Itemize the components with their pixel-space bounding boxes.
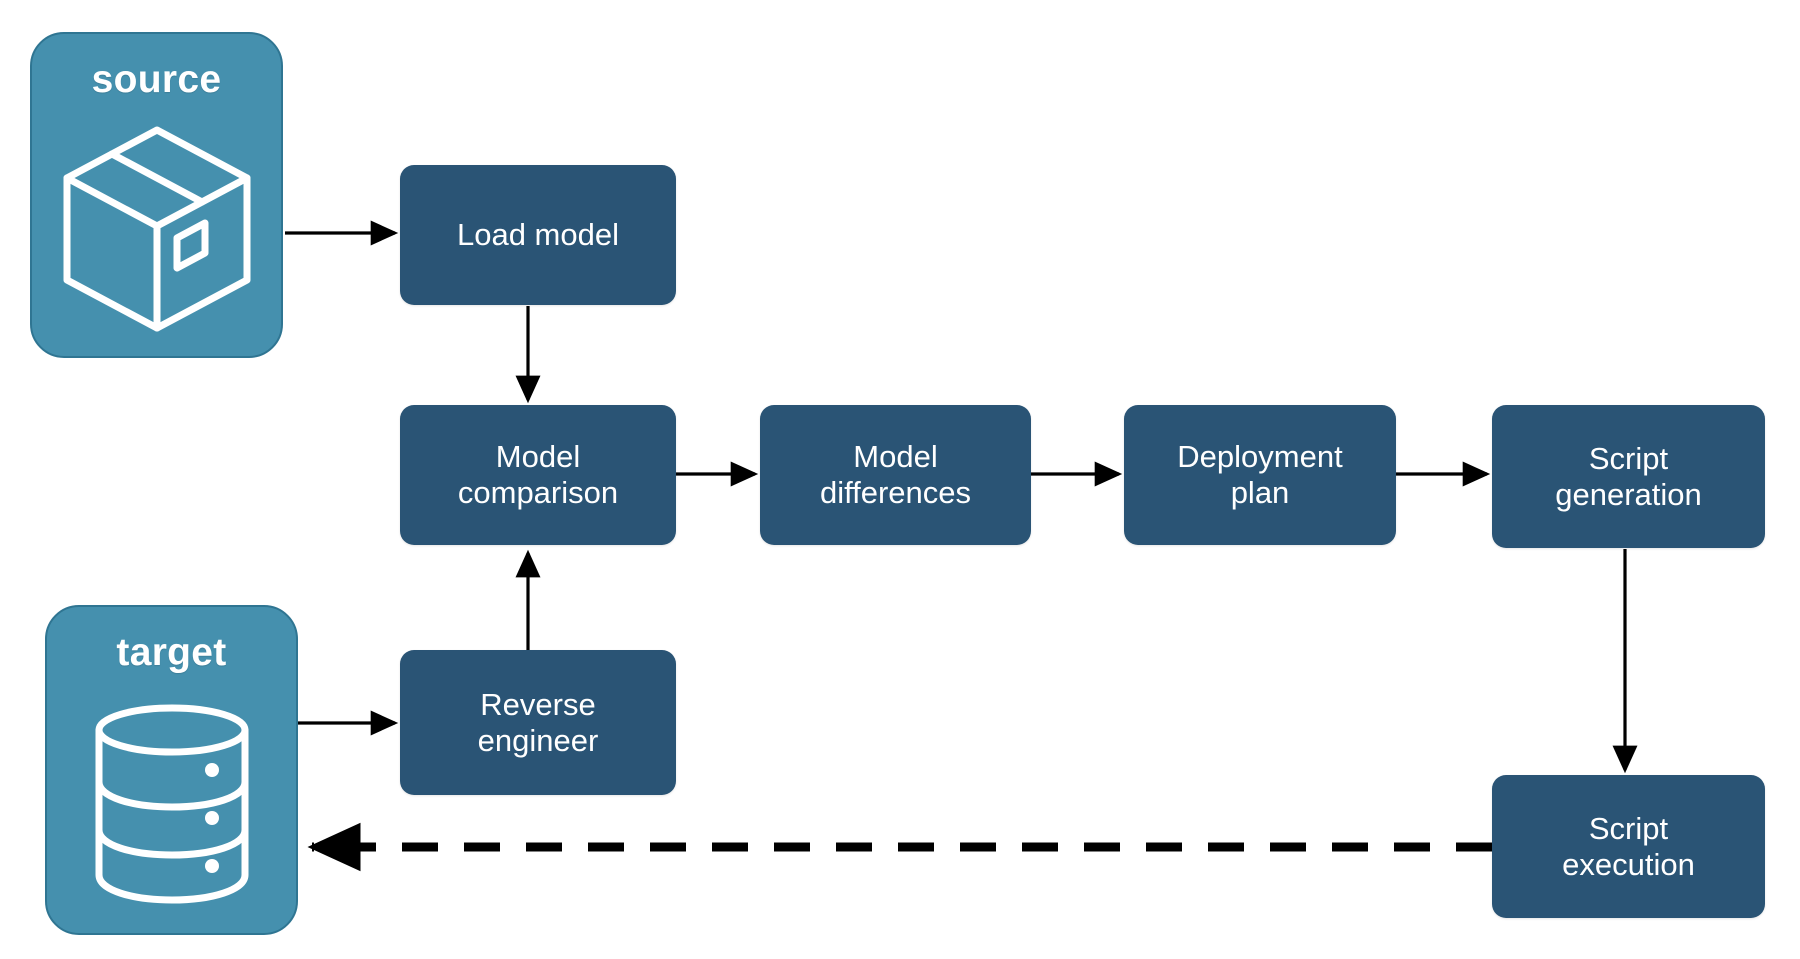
- database-cylinder-icon: [47, 672, 296, 933]
- process-script-execution[interactable]: Script execution: [1492, 775, 1765, 918]
- process-reverse-engineer-line2: engineer: [477, 722, 599, 758]
- process-model-differences[interactable]: Model differences: [760, 405, 1031, 545]
- process-script-execution-line2: execution: [1562, 846, 1695, 882]
- process-deployment-plan-line1: Deployment: [1177, 439, 1343, 475]
- endpoint-target[interactable]: target: [45, 605, 298, 935]
- process-model-comparison-line2: comparison: [457, 475, 619, 510]
- endpoint-source-label: source: [91, 58, 222, 101]
- process-model-comparison[interactable]: Model comparison: [400, 405, 676, 545]
- process-deployment-plan-line2: plan: [1230, 475, 1290, 510]
- endpoint-source[interactable]: source: [30, 32, 283, 358]
- process-reverse-engineer[interactable]: Reverse engineer: [400, 650, 676, 795]
- process-model-differences-line1: Model: [853, 439, 938, 475]
- process-deployment-plan[interactable]: Deployment plan: [1124, 405, 1396, 545]
- process-load-model[interactable]: Load model: [400, 165, 676, 305]
- process-model-comparison-line1: Model: [495, 439, 581, 475]
- endpoint-target-label: target: [116, 631, 227, 674]
- process-script-generation-line2: generation: [1555, 476, 1702, 512]
- process-script-execution-line1: Script: [1588, 810, 1669, 846]
- process-reverse-engineer-line1: Reverse: [480, 686, 596, 722]
- process-model-differences-line2: differences: [819, 475, 972, 510]
- process-script-generation[interactable]: Script generation: [1492, 405, 1765, 548]
- process-script-generation-line1: Script: [1588, 440, 1669, 476]
- process-load-model-line1: Load model: [456, 217, 619, 253]
- package-box-icon: [32, 99, 281, 356]
